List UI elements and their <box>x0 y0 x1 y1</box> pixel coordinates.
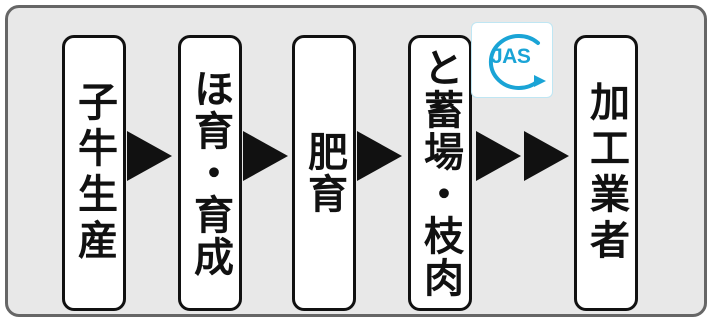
stage-box-fattening: 肥育 <box>292 35 356 311</box>
jas-mark-icon <box>488 34 546 90</box>
stage-box-processor: 加工業者 <box>574 35 638 311</box>
stage-label: ほ育・育成 <box>187 68 233 278</box>
arrow-right-icon <box>127 131 172 181</box>
jas-logo: JAS <box>471 22 553 98</box>
stage-label: と蓄場・枝肉 <box>417 47 463 299</box>
arrow-right-icon <box>243 131 288 181</box>
stage-label: 肥育 <box>301 131 347 215</box>
stage-box-slaughterhouse-carcass: と蓄場・枝肉 <box>408 35 472 311</box>
stage-label: 加工業者 <box>583 81 629 265</box>
stage-label: 子牛生産 <box>71 81 117 265</box>
jas-logo-text: JAS <box>491 45 531 68</box>
arrow-right-icon <box>476 131 521 181</box>
arrow-right-icon <box>524 131 569 181</box>
stage-box-calf-production: 子牛生産 <box>62 35 126 311</box>
arrow-right-icon <box>357 131 402 181</box>
stage-box-nursing-rearing: ほ育・育成 <box>178 35 242 311</box>
